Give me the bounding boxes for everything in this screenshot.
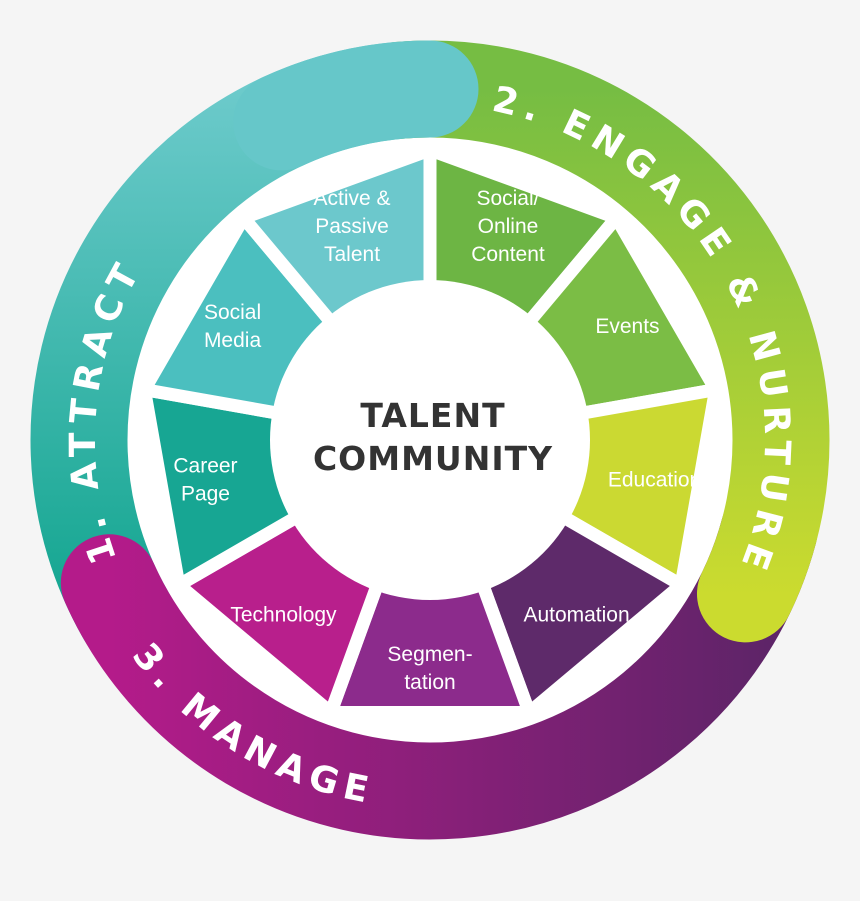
segment-label: Social (204, 301, 261, 324)
segment-label: Automation (523, 604, 629, 627)
segment-label: Page (181, 483, 230, 506)
segment-label: Online (478, 215, 539, 238)
segment-label: Talent (324, 243, 380, 266)
ring-engage (350, 40, 830, 643)
segment-label: Media (204, 329, 262, 352)
segment-label: Career (173, 455, 237, 478)
segment-label: Education (608, 469, 701, 492)
segment-label: Technology (230, 604, 337, 627)
segment-label: tation (404, 671, 455, 694)
segment-label: Active & (314, 187, 391, 210)
segment-label: Events (595, 315, 659, 338)
center-title: TALENT (360, 396, 505, 435)
segment-label: Passive (315, 215, 389, 238)
segment-label: Social/ (476, 187, 539, 210)
ring-attract-cap (233, 40, 479, 171)
segment-label: Segmen- (387, 643, 472, 666)
center-title-line2: COMMUNITY (313, 439, 553, 478)
ring-manage (60, 482, 818, 840)
phase-rings (30, 40, 830, 840)
center-circle (270, 280, 590, 600)
segment-label: Content (471, 243, 545, 266)
